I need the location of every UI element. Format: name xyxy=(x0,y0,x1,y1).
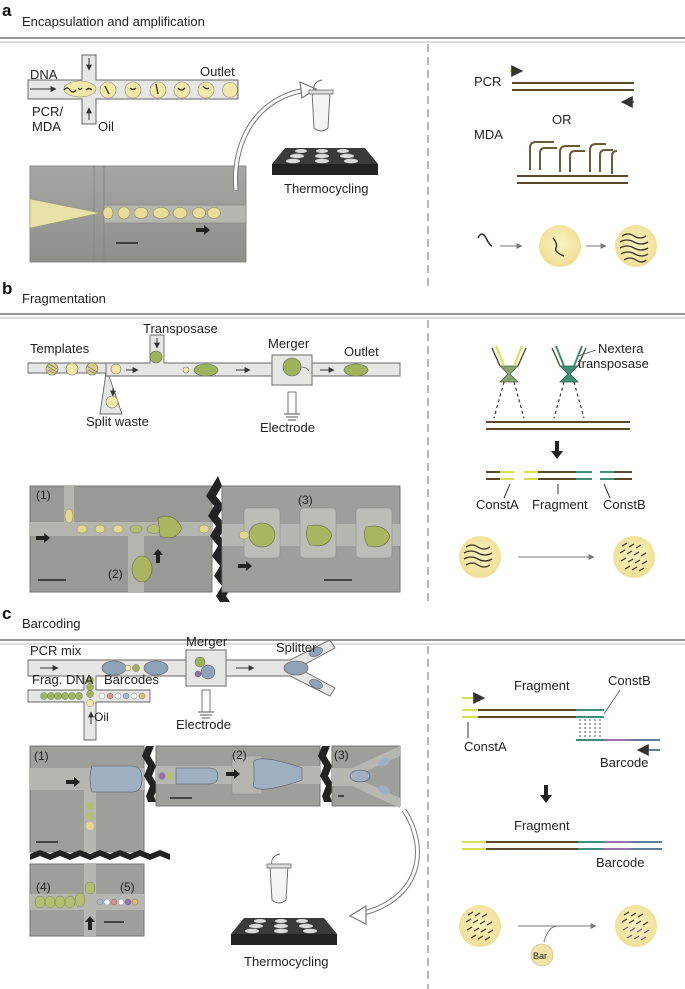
droplet-amplified-b xyxy=(459,536,501,578)
tube-icon-c xyxy=(266,853,292,904)
electrode-icon-b xyxy=(284,391,300,421)
section-c: c Barcoding xyxy=(0,604,685,989)
break-marker-c3 xyxy=(30,850,170,860)
mda-branches xyxy=(529,141,618,174)
splitter-label: Splitter xyxy=(276,640,317,655)
photo-b-mark-1: (1) xyxy=(36,488,51,502)
fragment-label-c2: Fragment xyxy=(514,818,570,833)
droplet-amplified-dna xyxy=(615,225,657,267)
pcr-mix-label: PCR mix xyxy=(30,643,82,658)
section-c-title: Barcoding xyxy=(22,616,81,631)
barcoded-product xyxy=(462,841,662,850)
encapsulation-chip-schematic: DNA PCR/ MDA Oil Outlet xyxy=(27,54,239,134)
section-a-letter: a xyxy=(2,1,12,20)
section-c-letter: c xyxy=(2,604,11,623)
section-b-title: Fragmentation xyxy=(22,291,106,306)
break-marker-c2 xyxy=(318,746,334,802)
droplet-fragmented-c xyxy=(459,905,501,947)
transposase-complex-right xyxy=(551,345,587,419)
single-dna-fragment xyxy=(477,233,493,247)
barcoding-micrograph-3: (1) xyxy=(29,745,145,853)
photo-c-mark-1: (4) xyxy=(36,880,51,894)
fragmented-dna xyxy=(486,471,632,499)
photo-b-mark-2: (2) xyxy=(108,567,123,581)
thermocycling-label-c: Thermocycling xyxy=(244,954,329,969)
section-a: a Encapsulation and amplification DNA PC… xyxy=(0,1,685,290)
thermocycling-label-a: Thermocycling xyxy=(284,181,369,196)
section-b-letter: b xyxy=(2,279,12,298)
frag-dna-label: Frag. DNA xyxy=(32,672,94,687)
bar-label: Bar xyxy=(533,951,547,961)
pcr-mda-label-line1: PCR/ xyxy=(32,104,63,119)
barcodes-label: Barcodes xyxy=(104,672,159,687)
thermocycler-plate-icon-c xyxy=(231,918,337,945)
constb-label-c: ConstB xyxy=(608,673,651,688)
electrode-icon-c xyxy=(198,689,214,719)
oil-label-c: Oil xyxy=(94,710,109,724)
thermocycler-plate-icon xyxy=(272,148,378,175)
barcoding-micrograph-4: (2) xyxy=(155,745,321,807)
templates-label: Templates xyxy=(30,341,90,356)
electrode-label-c: Electrode xyxy=(176,717,231,732)
photo-b-mark-3: (3) xyxy=(298,493,313,507)
merger-label-c: Merger xyxy=(186,634,228,649)
fragmentation-chip-schematic: Transposase Templates Merger Outlet Spli… xyxy=(27,321,401,435)
fragmentation-micrograph-left: (1) (2) xyxy=(29,485,213,593)
consta-label-c: ConstA xyxy=(464,739,507,754)
down-arrow-c xyxy=(540,785,552,803)
dna-label: DNA xyxy=(30,67,58,82)
droplet-fragmented-b xyxy=(613,536,655,578)
outlet-label: Outlet xyxy=(200,64,235,79)
outlet-label-b: Outlet xyxy=(344,344,379,359)
oil-label: Oil xyxy=(98,119,114,134)
template-strand-c xyxy=(462,709,660,756)
down-arrow-b xyxy=(551,441,563,459)
bar-droplet xyxy=(530,943,554,967)
nextera-label-line1: Nextera xyxy=(598,341,644,356)
pcr-label: PCR xyxy=(474,74,501,89)
mda-label: MDA xyxy=(474,127,503,142)
break-marker-c1 xyxy=(142,746,158,802)
barcoding-chip-schematic: PCR mix Merger Splitter Frag. DNA Barcod… xyxy=(27,634,336,741)
constb-label-b: ConstB xyxy=(603,497,646,512)
or-label: OR xyxy=(552,112,572,127)
merger-label-b: Merger xyxy=(268,336,310,351)
droplet-single-dna xyxy=(539,225,581,267)
photo-c-mark-3: (1) xyxy=(34,749,49,763)
droplet-barcoded-c xyxy=(615,905,657,947)
fragmentation-micrograph-right: (3) xyxy=(221,485,401,593)
split-waste-label: Split waste xyxy=(86,414,149,429)
photo-c-mark-2: (5) xyxy=(120,880,135,894)
transposase-label: Transposase xyxy=(143,321,218,336)
fragment-label-b: Fragment xyxy=(532,497,588,512)
section-b: b Fragmentation xyxy=(0,279,685,604)
pcr-mda-label-line2: MDA xyxy=(32,119,61,134)
fragment-label-c: Fragment xyxy=(514,678,570,693)
barcode-label-c2: Barcode xyxy=(596,855,644,870)
nextera-label-line2: transposase xyxy=(578,356,649,371)
photo-c-mark-5: (3) xyxy=(334,748,349,762)
tube-icon xyxy=(308,79,334,132)
electrode-label-b: Electrode xyxy=(260,420,315,435)
barcoding-micrograph-1-2: (4) (5) xyxy=(29,863,145,937)
encapsulation-micrograph xyxy=(29,165,247,263)
photo-c-mark-4: (2) xyxy=(232,748,247,762)
barcoding-micrograph-5: (3) xyxy=(331,745,401,808)
barcode-label-c: Barcode xyxy=(600,755,648,770)
transposase-complex-left xyxy=(491,345,527,419)
consta-label-b: ConstA xyxy=(476,497,519,512)
section-a-title: Encapsulation and amplification xyxy=(22,14,205,29)
